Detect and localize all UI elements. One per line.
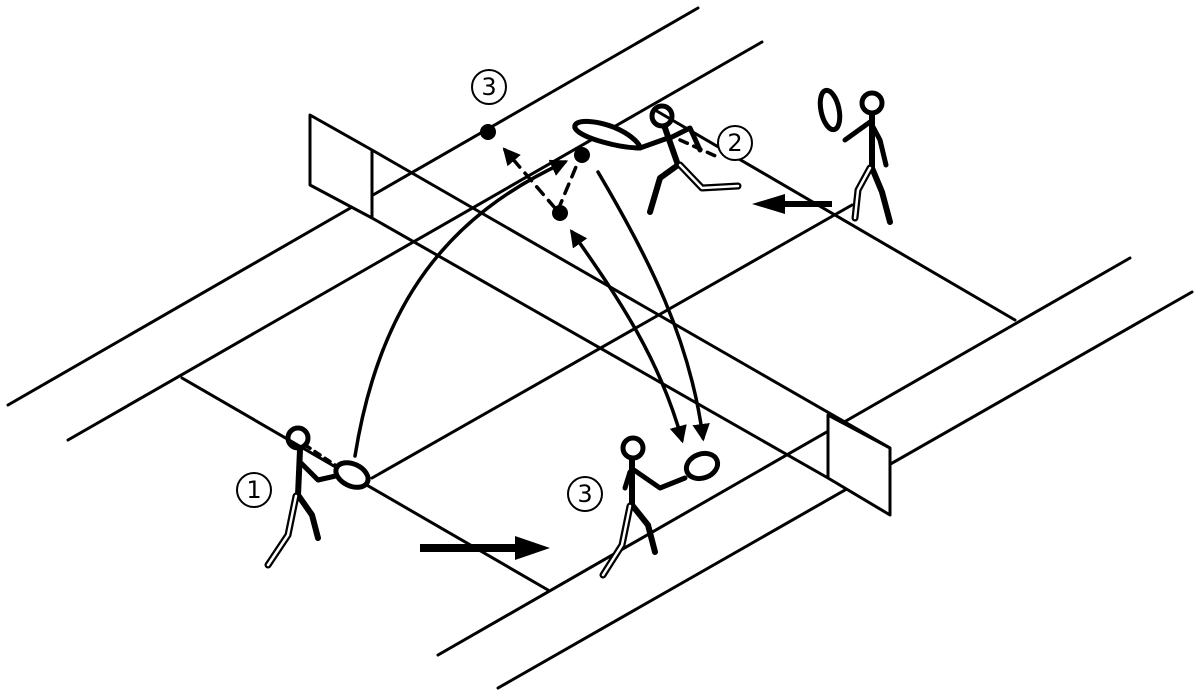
- dashed-racket-link-bottom: [303, 443, 337, 467]
- net-post-left: [308, 113, 374, 220]
- arrow-far-player-move: [752, 194, 832, 214]
- ball-paths: [303, 138, 722, 467]
- player-2-leg-front: [647, 162, 681, 215]
- marker-1: 1: [236, 472, 272, 508]
- player-1-leg-front: [295, 492, 321, 541]
- player-3: [599, 435, 721, 579]
- player-1-racket: [333, 460, 371, 490]
- player-1-leg-back: [264, 492, 300, 569]
- player-1-arm: [297, 459, 343, 483]
- player-2-racket: [572, 119, 643, 151]
- player-far-right-arm: [869, 122, 889, 168]
- player-1: [264, 425, 371, 569]
- net-top-band: [371, 148, 891, 450]
- player-2: [572, 103, 742, 215]
- marker-2-label: 2: [727, 129, 742, 157]
- net-post-right: [826, 413, 892, 517]
- player-2-head: [649, 103, 675, 129]
- player-3-leg-front: [629, 502, 658, 555]
- player-far-right-racket: [817, 87, 843, 133]
- player-3-head: [620, 435, 646, 461]
- arrow-near-player-move: [420, 536, 550, 560]
- player-3-racket: [683, 450, 721, 482]
- player-far-right-leg-front: [869, 165, 893, 225]
- marker-3-top-label: 3: [481, 73, 496, 101]
- marker-1-label: 1: [246, 476, 261, 504]
- ball-middle: [552, 205, 568, 221]
- players: [264, 87, 893, 579]
- near-sideline-inner: [436, 256, 1132, 657]
- player-far-right-racket-arm: [842, 119, 873, 143]
- movement-arrows: [420, 194, 832, 560]
- player-far-right: [817, 87, 893, 225]
- player-3-arm: [631, 467, 688, 491]
- near-sideline-outer: [496, 290, 1194, 690]
- player-far-right-head: [859, 90, 885, 116]
- ball-far-left: [480, 124, 496, 140]
- player-2-arm-racket: [637, 135, 671, 151]
- dashed-path-upper: [502, 147, 557, 210]
- center-service-line: [370, 203, 854, 480]
- player-2-arm-back: [667, 125, 703, 153]
- player-2-leg-back: [676, 161, 742, 192]
- player-3-arm-back: [622, 469, 633, 491]
- dashed-path-lower: [556, 160, 580, 212]
- ball-hit-point: [574, 147, 590, 163]
- marker-3-top: 3: [471, 69, 507, 105]
- player-2-body: [662, 125, 681, 168]
- marker-3-bottom-label: 3: [577, 480, 592, 508]
- serve-arc: [353, 159, 569, 458]
- marker-3-bottom: 3: [567, 476, 603, 512]
- player-1-body: [295, 447, 303, 498]
- player-3-leg-back: [599, 502, 634, 579]
- volley-arc: [569, 229, 687, 444]
- number-markers: 1 2 3 3: [236, 69, 753, 512]
- balls: [480, 124, 590, 221]
- marker-2: 2: [717, 125, 753, 161]
